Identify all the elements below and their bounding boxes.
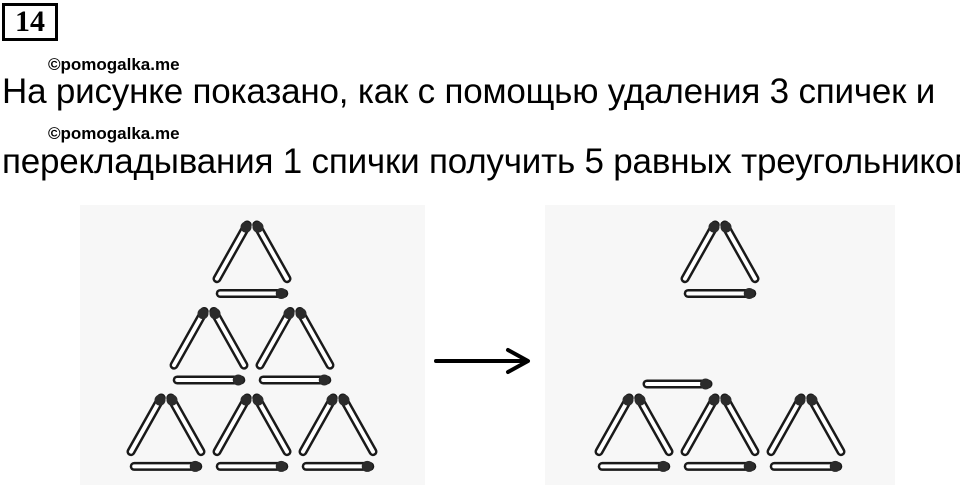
matchstick — [720, 220, 760, 284]
matchstick — [212, 393, 252, 457]
watermark-middle: ©pomogalka.me — [48, 124, 180, 143]
matchstick — [338, 393, 378, 457]
matchstick — [255, 306, 295, 370]
matchstick-figure-before — [80, 205, 425, 485]
matchstick — [597, 460, 671, 472]
matchstick — [129, 460, 203, 472]
matchstick — [634, 393, 674, 457]
matchstick — [212, 220, 252, 284]
matchstick — [683, 460, 757, 472]
matchstick — [301, 460, 375, 472]
task-number-badge: 14 — [2, 3, 58, 41]
matchstick — [806, 393, 846, 457]
problem-text-line-1: На рисунке показано, как с помощью удале… — [2, 72, 936, 111]
matchstick — [166, 393, 206, 457]
matchstick — [215, 287, 289, 299]
watermark-top: ©pomogalka.me — [48, 55, 180, 74]
matchstick — [298, 393, 338, 457]
matchstick — [172, 374, 246, 386]
matchstick — [215, 460, 289, 472]
matchstick — [720, 393, 760, 457]
right-arrow-icon — [434, 348, 530, 374]
matchstick — [594, 393, 634, 457]
matchstick — [209, 306, 249, 370]
matchstick — [680, 220, 720, 284]
matchstick — [295, 306, 335, 370]
matchstick — [169, 306, 209, 370]
matchstick — [252, 220, 292, 284]
matchstick-figure-after — [545, 205, 895, 485]
matchstick — [642, 378, 713, 390]
matchstick — [680, 393, 720, 457]
problem-text-line-2: перекладывания 1 спички получить 5 равны… — [2, 142, 960, 181]
matchstick — [683, 287, 757, 299]
matchstick — [252, 393, 292, 457]
matchstick — [766, 393, 806, 457]
matchstick — [769, 460, 843, 472]
matchstick — [126, 393, 166, 457]
matchstick — [258, 374, 332, 386]
